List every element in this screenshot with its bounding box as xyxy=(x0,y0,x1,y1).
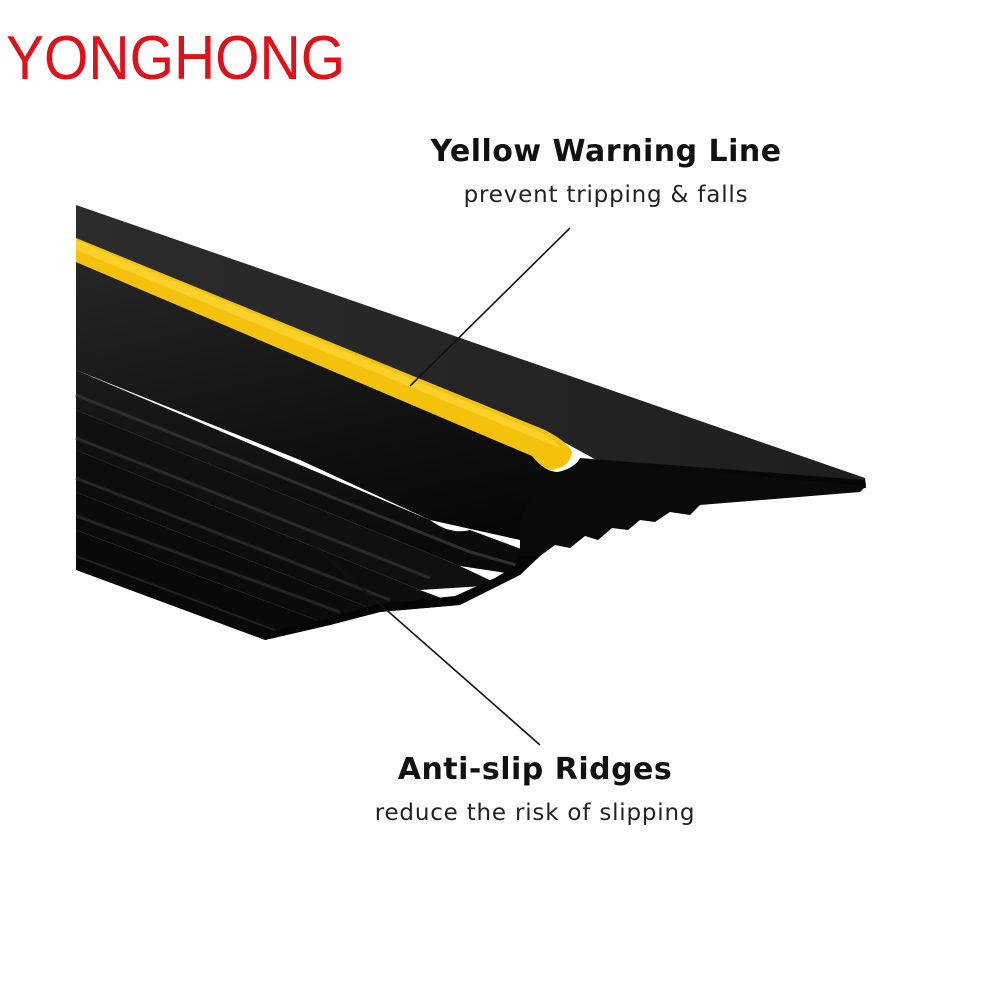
ridge-3 xyxy=(76,450,460,612)
anti-slip-title: Anti-slip Ridges xyxy=(397,752,673,787)
rear-ramp-surface xyxy=(76,205,866,486)
ridge-steps xyxy=(265,556,540,640)
bottom-flange xyxy=(76,530,330,640)
ridge-3-edge xyxy=(75,476,391,602)
ridge-2 xyxy=(76,410,500,590)
end-profile xyxy=(520,462,866,556)
ridges-leader-line xyxy=(289,524,541,746)
ridge-1 xyxy=(76,370,540,575)
ridge-4 xyxy=(76,492,380,625)
warning-leader-line xyxy=(409,227,571,387)
brand-logo: YONGHONG xyxy=(6,24,346,93)
ridge-2-edge xyxy=(75,436,431,580)
warning-line-title: Yellow Warning Line xyxy=(430,134,782,169)
ridge-1-edge xyxy=(75,393,521,568)
ridge-4-edge xyxy=(75,514,341,614)
bottom-flange-edge xyxy=(75,555,281,633)
warning-line-subtitle: prevent tripping & falls xyxy=(463,182,749,208)
yellow-stripe-highlight xyxy=(76,240,560,448)
anti-slip-subtitle: reduce the risk of slipping xyxy=(374,800,696,826)
